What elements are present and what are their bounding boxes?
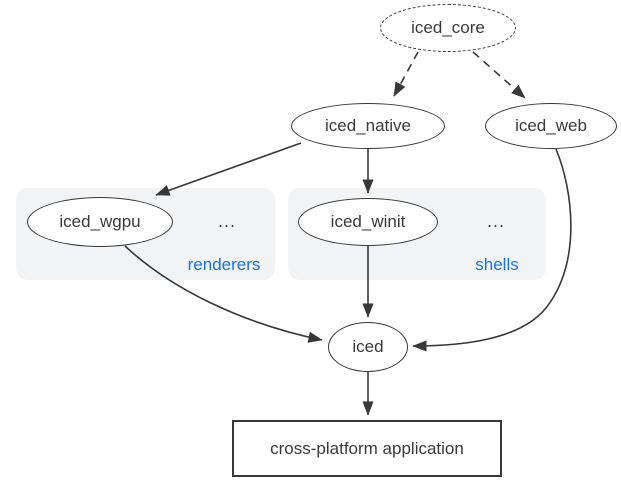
node-application-label: cross-platform application (270, 438, 464, 458)
edge-core-web (472, 51, 526, 99)
node-iced-native-label: iced_native (324, 116, 411, 135)
node-iced-core-label: iced_core (411, 18, 485, 37)
node-iced-winit-label: iced_winit (330, 212, 406, 231)
renderers-caption: renderers (187, 255, 261, 274)
node-iced-web-label: iced_web (515, 116, 587, 135)
node-cross-platform-application: cross-platform application (232, 420, 502, 477)
node-iced: iced (328, 322, 408, 372)
node-iced-core: iced_core (380, 4, 516, 52)
node-iced-winit: iced_winit (298, 198, 438, 246)
renderers-ellipsis: ... (217, 211, 237, 231)
node-iced-label: iced (352, 337, 384, 356)
node-iced-web: iced_web (485, 103, 617, 149)
edge-core-native (393, 51, 419, 97)
node-iced-native: iced_native (291, 103, 445, 149)
shells-caption: shells (475, 255, 519, 274)
node-iced-wgpu: iced_wgpu (27, 197, 173, 247)
shells-ellipsis: ... (486, 211, 506, 231)
node-iced-wgpu-label: iced_wgpu (59, 212, 141, 231)
